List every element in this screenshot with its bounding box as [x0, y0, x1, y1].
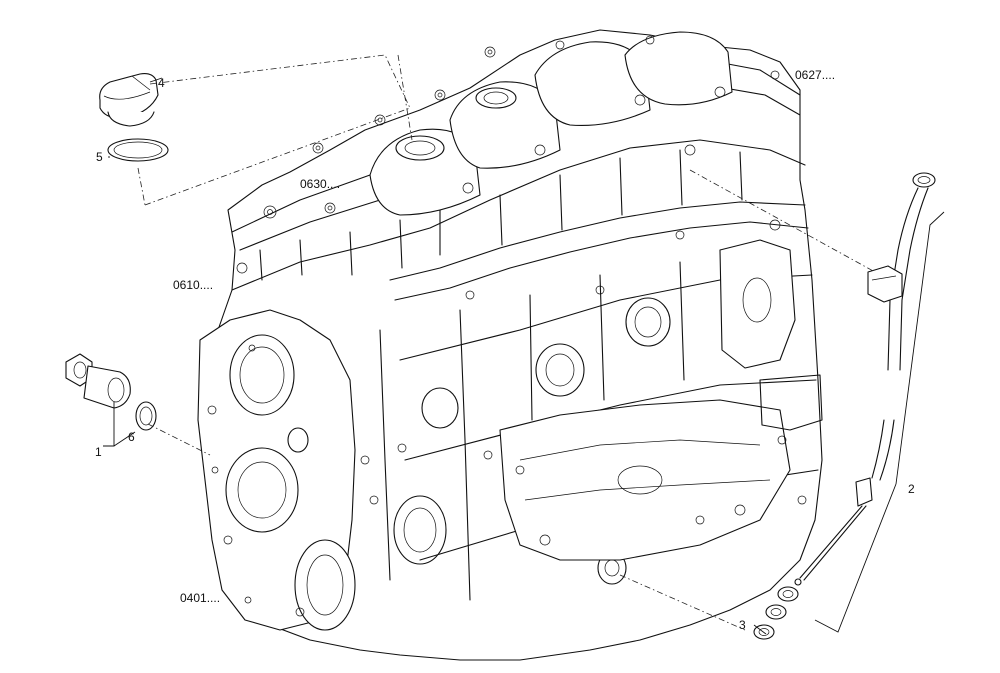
callout-3[interactable]: 3: [739, 618, 746, 632]
hollow-banjo-bolt[interactable]: [65, 353, 131, 409]
sealing-washer[interactable]: [135, 401, 157, 431]
engine-block: [197, 29, 823, 661]
callout-labels: 4 5 0630.... 0627.... 0610.... 1 6 2 040…: [95, 68, 915, 632]
callout-5[interactable]: 5: [96, 150, 103, 164]
assembly-center-lines: [137, 54, 876, 631]
leader-lines: [103, 77, 945, 635]
callout-0610[interactable]: 0610....: [173, 278, 213, 292]
callout-0630[interactable]: 0630....: [300, 177, 340, 191]
callout-2[interactable]: 2: [908, 482, 915, 496]
callout-4[interactable]: 4: [158, 76, 165, 90]
callout-0401[interactable]: 0401....: [180, 591, 220, 605]
callout-0627[interactable]: 0627....: [795, 68, 835, 82]
callout-1[interactable]: 1: [95, 445, 102, 459]
dipstick-assembly[interactable]: [794, 172, 936, 586]
oil-filler-cap[interactable]: [99, 73, 159, 127]
filler-cap-seal-ring[interactable]: [107, 138, 169, 162]
callout-6[interactable]: 6: [128, 430, 135, 444]
